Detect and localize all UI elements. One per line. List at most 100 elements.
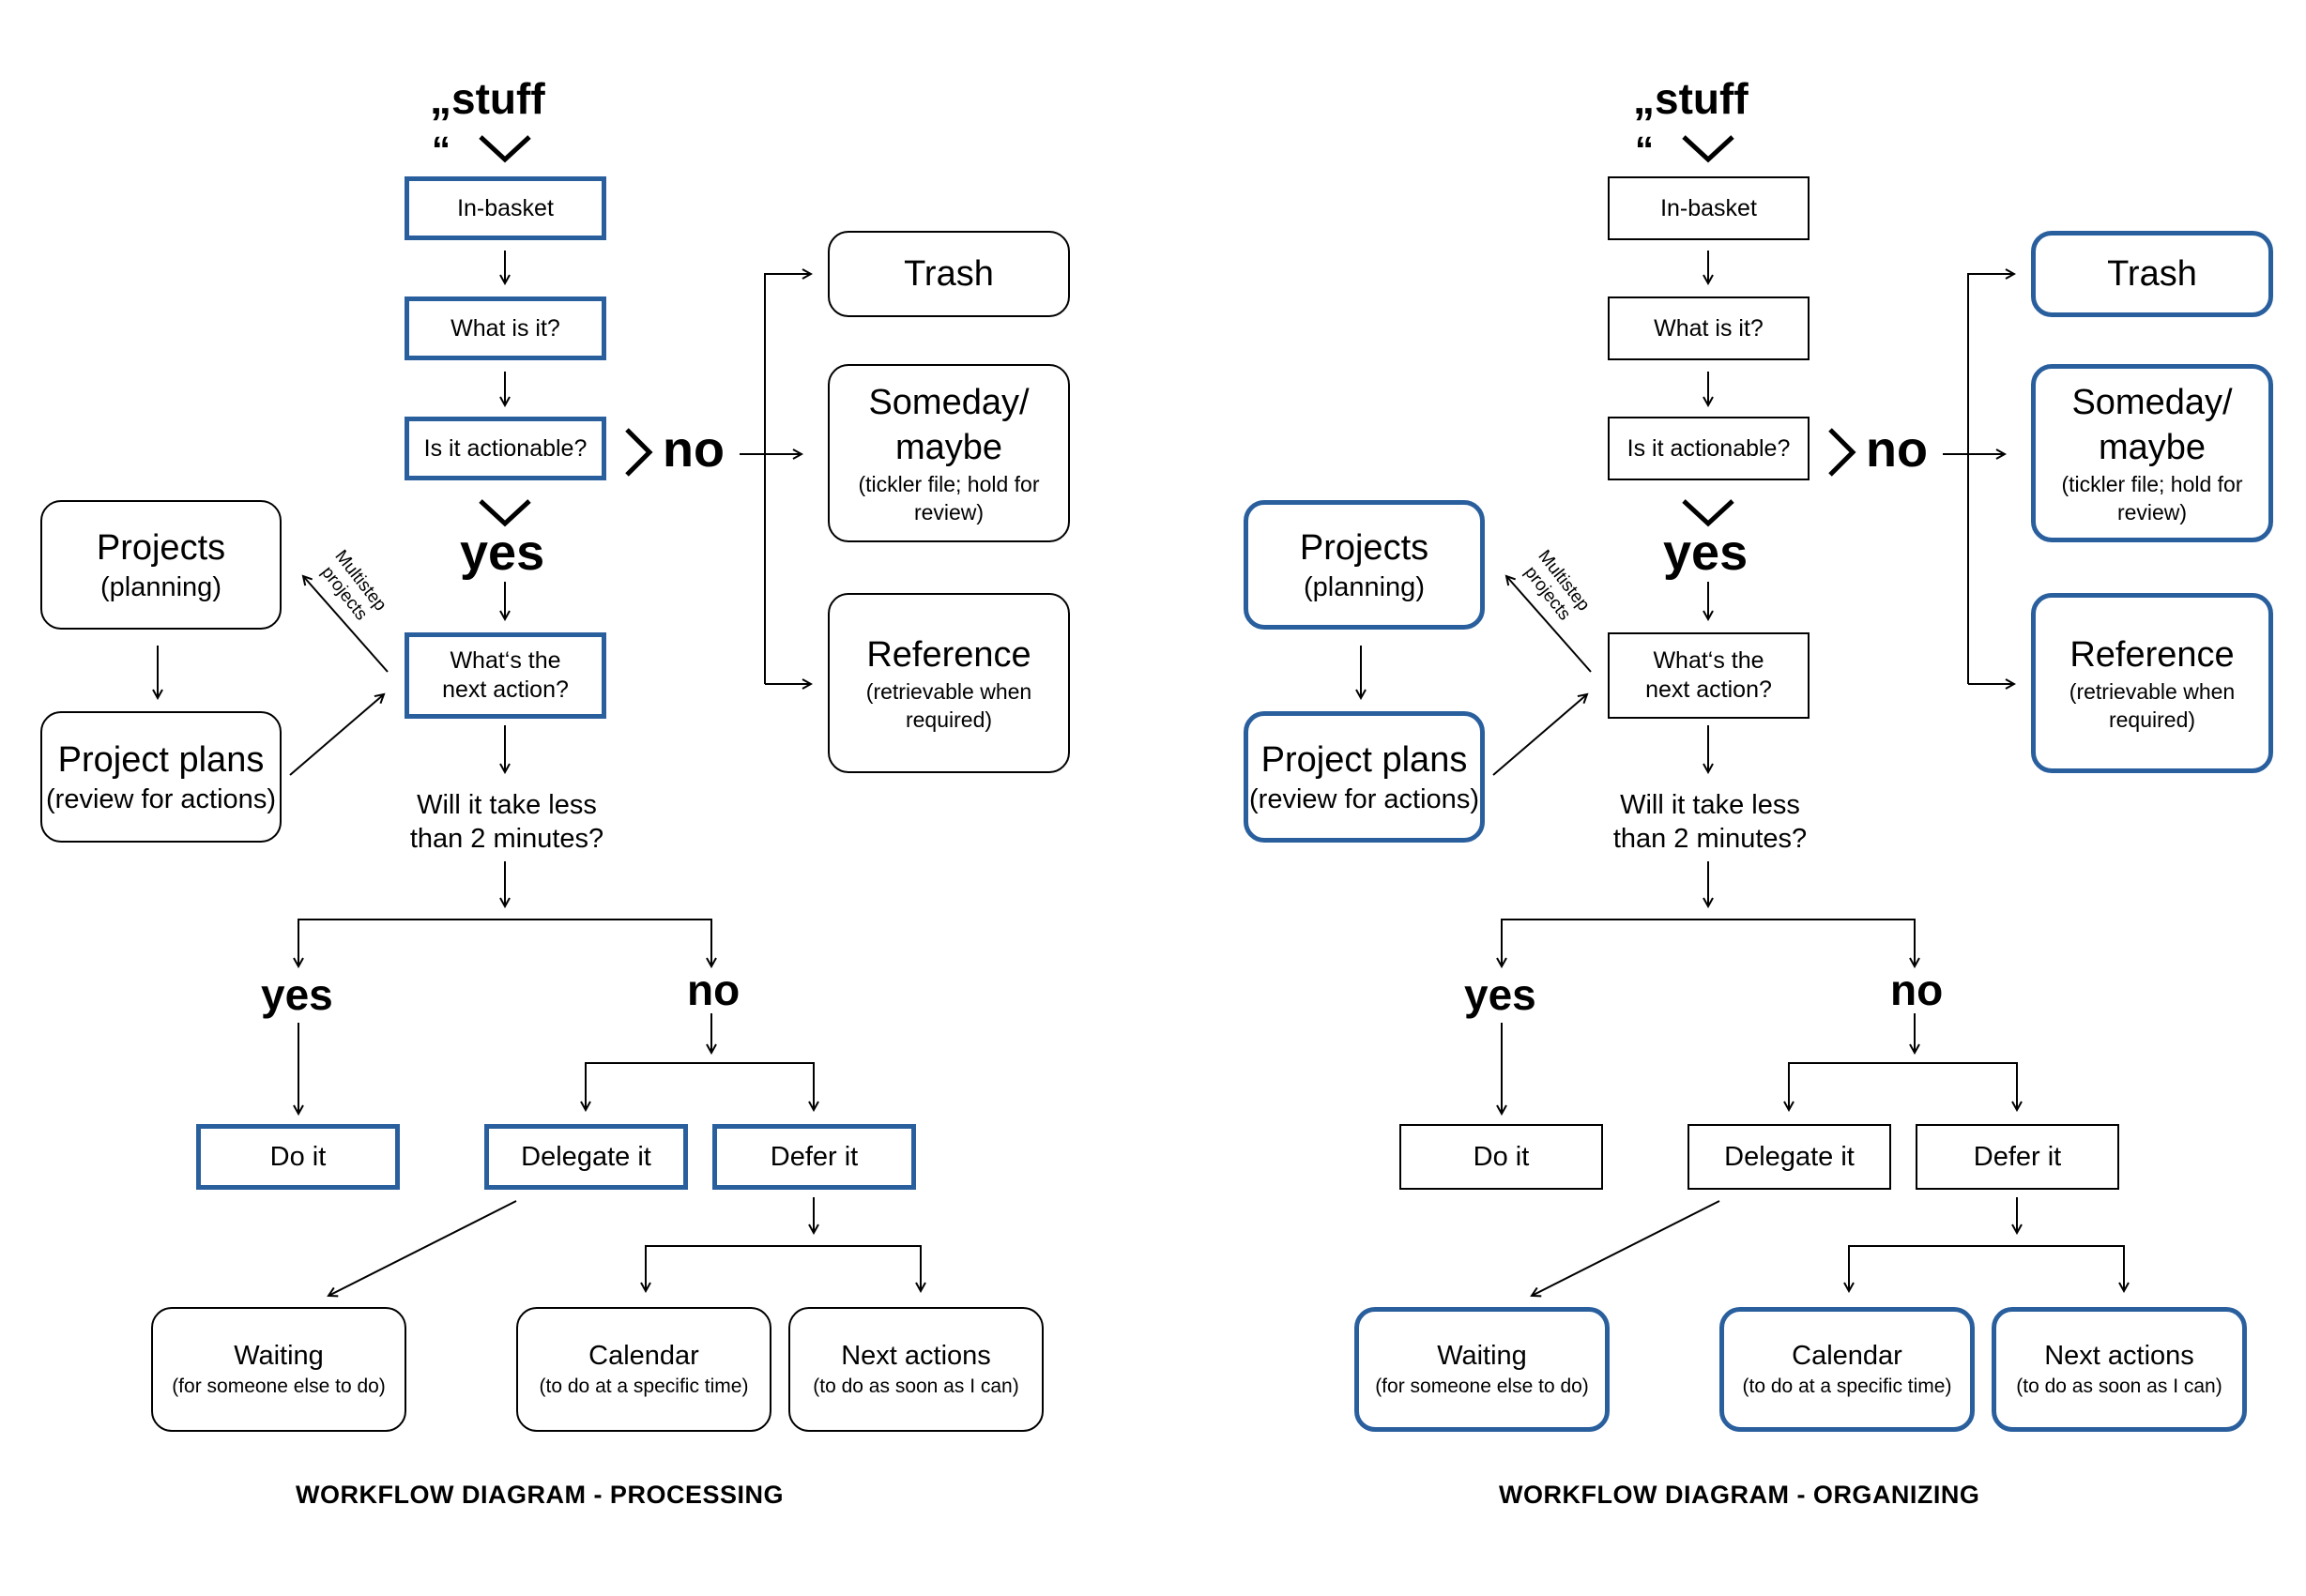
someday-maybe-subtitle: (tickler file; hold for review) xyxy=(858,472,1040,524)
defer-it-label: Defer it xyxy=(1973,1142,2062,1172)
in-basket-box: In-basket xyxy=(1608,176,1810,240)
projects-subtitle: (planning) xyxy=(100,572,221,602)
projects-title: Projects xyxy=(1299,528,1429,568)
calendar-subtitle: (to do at a specific time) xyxy=(1742,1375,1952,1397)
calendar-title: Calendar xyxy=(1792,1340,1902,1371)
chevron-right-icon xyxy=(1828,428,1856,477)
someday-maybe-box: Someday/ maybe (tickler file; hold for r… xyxy=(828,364,1070,542)
actionable-label: Is it actionable? xyxy=(423,434,588,462)
next-action-box: What‘s the next action? xyxy=(1608,632,1810,719)
projects-title: Projects xyxy=(96,528,226,568)
projects-subtitle: (planning) xyxy=(1304,572,1425,602)
waiting-subtitle: (for someone else to do) xyxy=(1375,1375,1589,1397)
calendar-box: Calendar (to do at a specific time) xyxy=(516,1307,771,1432)
yes-branch-label: yes xyxy=(261,970,333,1019)
next-actions-title: Next actions xyxy=(2044,1340,2194,1371)
waiting-subtitle: (for someone else to do) xyxy=(172,1375,386,1397)
in-basket-label: In-basket xyxy=(1660,194,1757,221)
stuff-label: „stuff xyxy=(430,74,545,123)
project-plans-subtitle: (review for actions) xyxy=(46,784,276,814)
stuff-close-quote: “ xyxy=(432,129,451,171)
waiting-box: Waiting (for someone else to do) xyxy=(1354,1307,1610,1432)
yes-main-label: yes xyxy=(1663,524,1749,581)
in-basket-label: In-basket xyxy=(457,194,554,221)
reference-box: Reference (retrievable when required) xyxy=(2031,593,2273,773)
next-actions-title: Next actions xyxy=(841,1340,991,1371)
next-actions-box: Next actions (to do as soon as I can) xyxy=(788,1307,1044,1432)
actionable-label: Is it actionable? xyxy=(1626,434,1791,462)
no-branch-label: no xyxy=(687,965,741,1014)
in-basket-box: In-basket xyxy=(405,176,606,240)
diagram-caption: WORKFLOW DIAGRAM - PROCESSING xyxy=(296,1481,784,1509)
actionable-box: Is it actionable? xyxy=(1608,417,1810,480)
stuff-close-quote: “ xyxy=(1635,129,1654,171)
defer-it-box: Defer it xyxy=(1916,1124,2119,1190)
reference-title: Reference xyxy=(866,635,1031,675)
trash-box: Trash xyxy=(828,231,1070,317)
project-plans-box: Project plans (review for actions) xyxy=(1244,711,1485,843)
someday-maybe-title: Someday/ maybe xyxy=(2071,383,2233,467)
chevron-down-icon xyxy=(1682,135,1734,163)
no-branch-label: no xyxy=(1890,965,1944,1014)
what-is-it-label: What is it? xyxy=(1654,314,1764,342)
two-minute-question: Will it take less than 2 minutes? xyxy=(409,790,604,854)
next-actions-box: Next actions (to do as soon as I can) xyxy=(1992,1307,2247,1432)
defer-it-label: Defer it xyxy=(770,1142,859,1172)
connector-lines xyxy=(1203,135,2306,1596)
delegate-it-box: Delegate it xyxy=(1688,1124,1891,1190)
what-is-it-label: What is it? xyxy=(451,314,560,342)
defer-it-box: Defer it xyxy=(712,1124,916,1190)
projects-box: Projects (planning) xyxy=(40,500,282,630)
do-it-box: Do it xyxy=(196,1124,400,1190)
chevron-right-icon xyxy=(625,428,653,477)
do-it-box: Do it xyxy=(1399,1124,1603,1190)
chevron-down-icon xyxy=(479,135,531,163)
connector-lines xyxy=(0,135,1153,1596)
project-plans-title: Project plans xyxy=(1260,740,1468,780)
what-is-it-box: What is it? xyxy=(405,296,606,360)
delegate-it-label: Delegate it xyxy=(521,1142,651,1172)
do-it-label: Do it xyxy=(1473,1142,1530,1172)
project-plans-box: Project plans (review for actions) xyxy=(40,711,282,843)
someday-maybe-subtitle: (tickler file; hold for review) xyxy=(2061,472,2243,524)
yes-branch-label: yes xyxy=(1464,970,1536,1019)
next-actions-subtitle: (to do as soon as I can) xyxy=(2016,1375,2222,1397)
diagram-caption: WORKFLOW DIAGRAM - ORGANIZING xyxy=(1499,1481,1980,1509)
waiting-box: Waiting (for someone else to do) xyxy=(151,1307,406,1432)
chevron-down-icon xyxy=(1682,499,1734,527)
next-action-label: What‘s the next action? xyxy=(442,647,569,703)
no-main-label: no xyxy=(1866,421,1928,478)
trash-label: Trash xyxy=(2107,254,2197,294)
two-minute-question: Will it take less than 2 minutes? xyxy=(1612,790,1808,854)
yes-main-label: yes xyxy=(460,524,545,581)
someday-maybe-title: Someday/ maybe xyxy=(868,383,1030,467)
actionable-box: Is it actionable? xyxy=(405,417,606,480)
next-action-label: What‘s the next action? xyxy=(1645,647,1772,703)
reference-box: Reference (retrievable when required) xyxy=(828,593,1070,773)
waiting-title: Waiting xyxy=(1437,1340,1527,1371)
trash-label: Trash xyxy=(904,254,994,294)
no-main-label: no xyxy=(663,421,725,478)
next-action-box: What‘s the next action? xyxy=(405,632,606,719)
do-it-label: Do it xyxy=(269,1142,327,1172)
projects-box: Projects (planning) xyxy=(1244,500,1485,630)
reference-subtitle: (retrievable when required) xyxy=(865,679,1032,732)
reference-title: Reference xyxy=(2069,635,2235,675)
chevron-down-icon xyxy=(479,499,531,527)
calendar-subtitle: (to do at a specific time) xyxy=(539,1375,749,1397)
next-actions-subtitle: (to do as soon as I can) xyxy=(813,1375,1019,1397)
waiting-title: Waiting xyxy=(234,1340,324,1371)
workflow-panel-processing: „stuff “ In-basket What is it? Is it act… xyxy=(0,74,1153,1596)
calendar-box: Calendar (to do at a specific time) xyxy=(1719,1307,1975,1432)
delegate-it-box: Delegate it xyxy=(484,1124,688,1190)
trash-box: Trash xyxy=(2031,231,2273,317)
reference-subtitle: (retrievable when required) xyxy=(2069,679,2236,732)
project-plans-subtitle: (review for actions) xyxy=(1249,784,1479,814)
stuff-label: „stuff xyxy=(1633,74,1749,123)
workflow-panel-organizing: „stuff “ In-basket What is it? Is it act… xyxy=(1203,0,2306,1596)
what-is-it-box: What is it? xyxy=(1608,296,1810,360)
delegate-it-label: Delegate it xyxy=(1724,1142,1855,1172)
calendar-title: Calendar xyxy=(588,1340,699,1371)
someday-maybe-box: Someday/ maybe (tickler file; hold for r… xyxy=(2031,364,2273,542)
